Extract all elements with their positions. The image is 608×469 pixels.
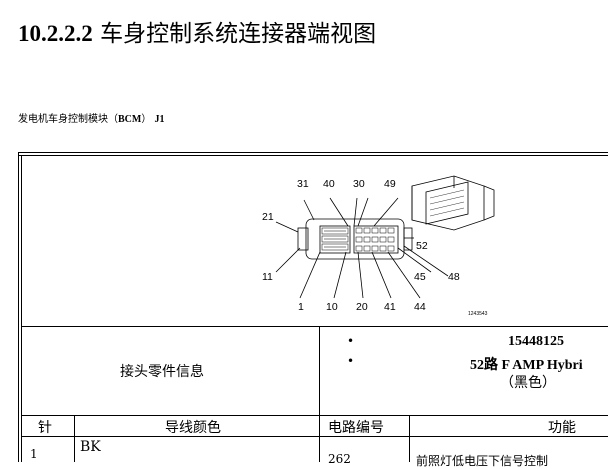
pin-label-45: 45 bbox=[414, 271, 426, 283]
connector-caption: 发电机车身控制模块（BCM） J1 bbox=[18, 110, 165, 125]
section-number: 10.2.2.2 bbox=[18, 21, 93, 46]
pin-label-10: 10 bbox=[326, 301, 338, 313]
pin-label-31: 31 bbox=[297, 178, 309, 190]
row-pin: 1 bbox=[30, 447, 38, 461]
section-title: 车身控制系统连接器端视图 bbox=[100, 21, 377, 47]
connector-color: （黑色） bbox=[500, 375, 556, 391]
bullet-icon: • bbox=[347, 354, 355, 368]
pin-label-11: 11 bbox=[262, 271, 273, 283]
pin-label-21: 21 bbox=[262, 211, 274, 223]
caption-ref: J1 bbox=[154, 114, 165, 125]
part-number: 15448125 bbox=[508, 334, 564, 349]
header-function: 功能 bbox=[548, 420, 576, 436]
page-title: 10.2.2.2 车身控制系统连接器端视图 bbox=[18, 14, 376, 48]
connector-type: 52路 F AMP Hybri bbox=[470, 358, 583, 373]
header-pin: 针 bbox=[38, 420, 52, 436]
pin-label-30: 30 bbox=[353, 178, 365, 190]
row-function: 前照灯低电压下信号控制 bbox=[416, 454, 549, 468]
pin-label-52: 52 bbox=[416, 240, 428, 252]
pin-label-44: 44 bbox=[414, 301, 426, 313]
pin-label-1: 1 bbox=[298, 301, 304, 313]
row-wire-color: BK bbox=[80, 439, 101, 455]
caption-text: 发电机车身控制模块（ bbox=[18, 114, 118, 125]
pin-label-49: 49 bbox=[384, 178, 396, 190]
row-circuit: 262 bbox=[328, 452, 351, 466]
pin-label-20: 20 bbox=[356, 301, 368, 313]
caption-close: ） bbox=[141, 114, 152, 125]
header-wire-color: 导线颜色 bbox=[165, 420, 221, 436]
pin-label-48: 48 bbox=[448, 271, 460, 283]
connector-diagram bbox=[275, 175, 495, 299]
diagram-id: 1243543 bbox=[468, 311, 488, 317]
connector-table bbox=[18, 152, 608, 462]
connector-info-label: 接头零件信息 bbox=[120, 364, 204, 380]
pin-label-41: 41 bbox=[384, 301, 396, 313]
header-circuit: 电路编号 bbox=[328, 420, 384, 436]
bullet-icon: • bbox=[347, 334, 355, 348]
pin-label-40: 40 bbox=[323, 178, 335, 190]
caption-code: BCM bbox=[118, 114, 142, 125]
